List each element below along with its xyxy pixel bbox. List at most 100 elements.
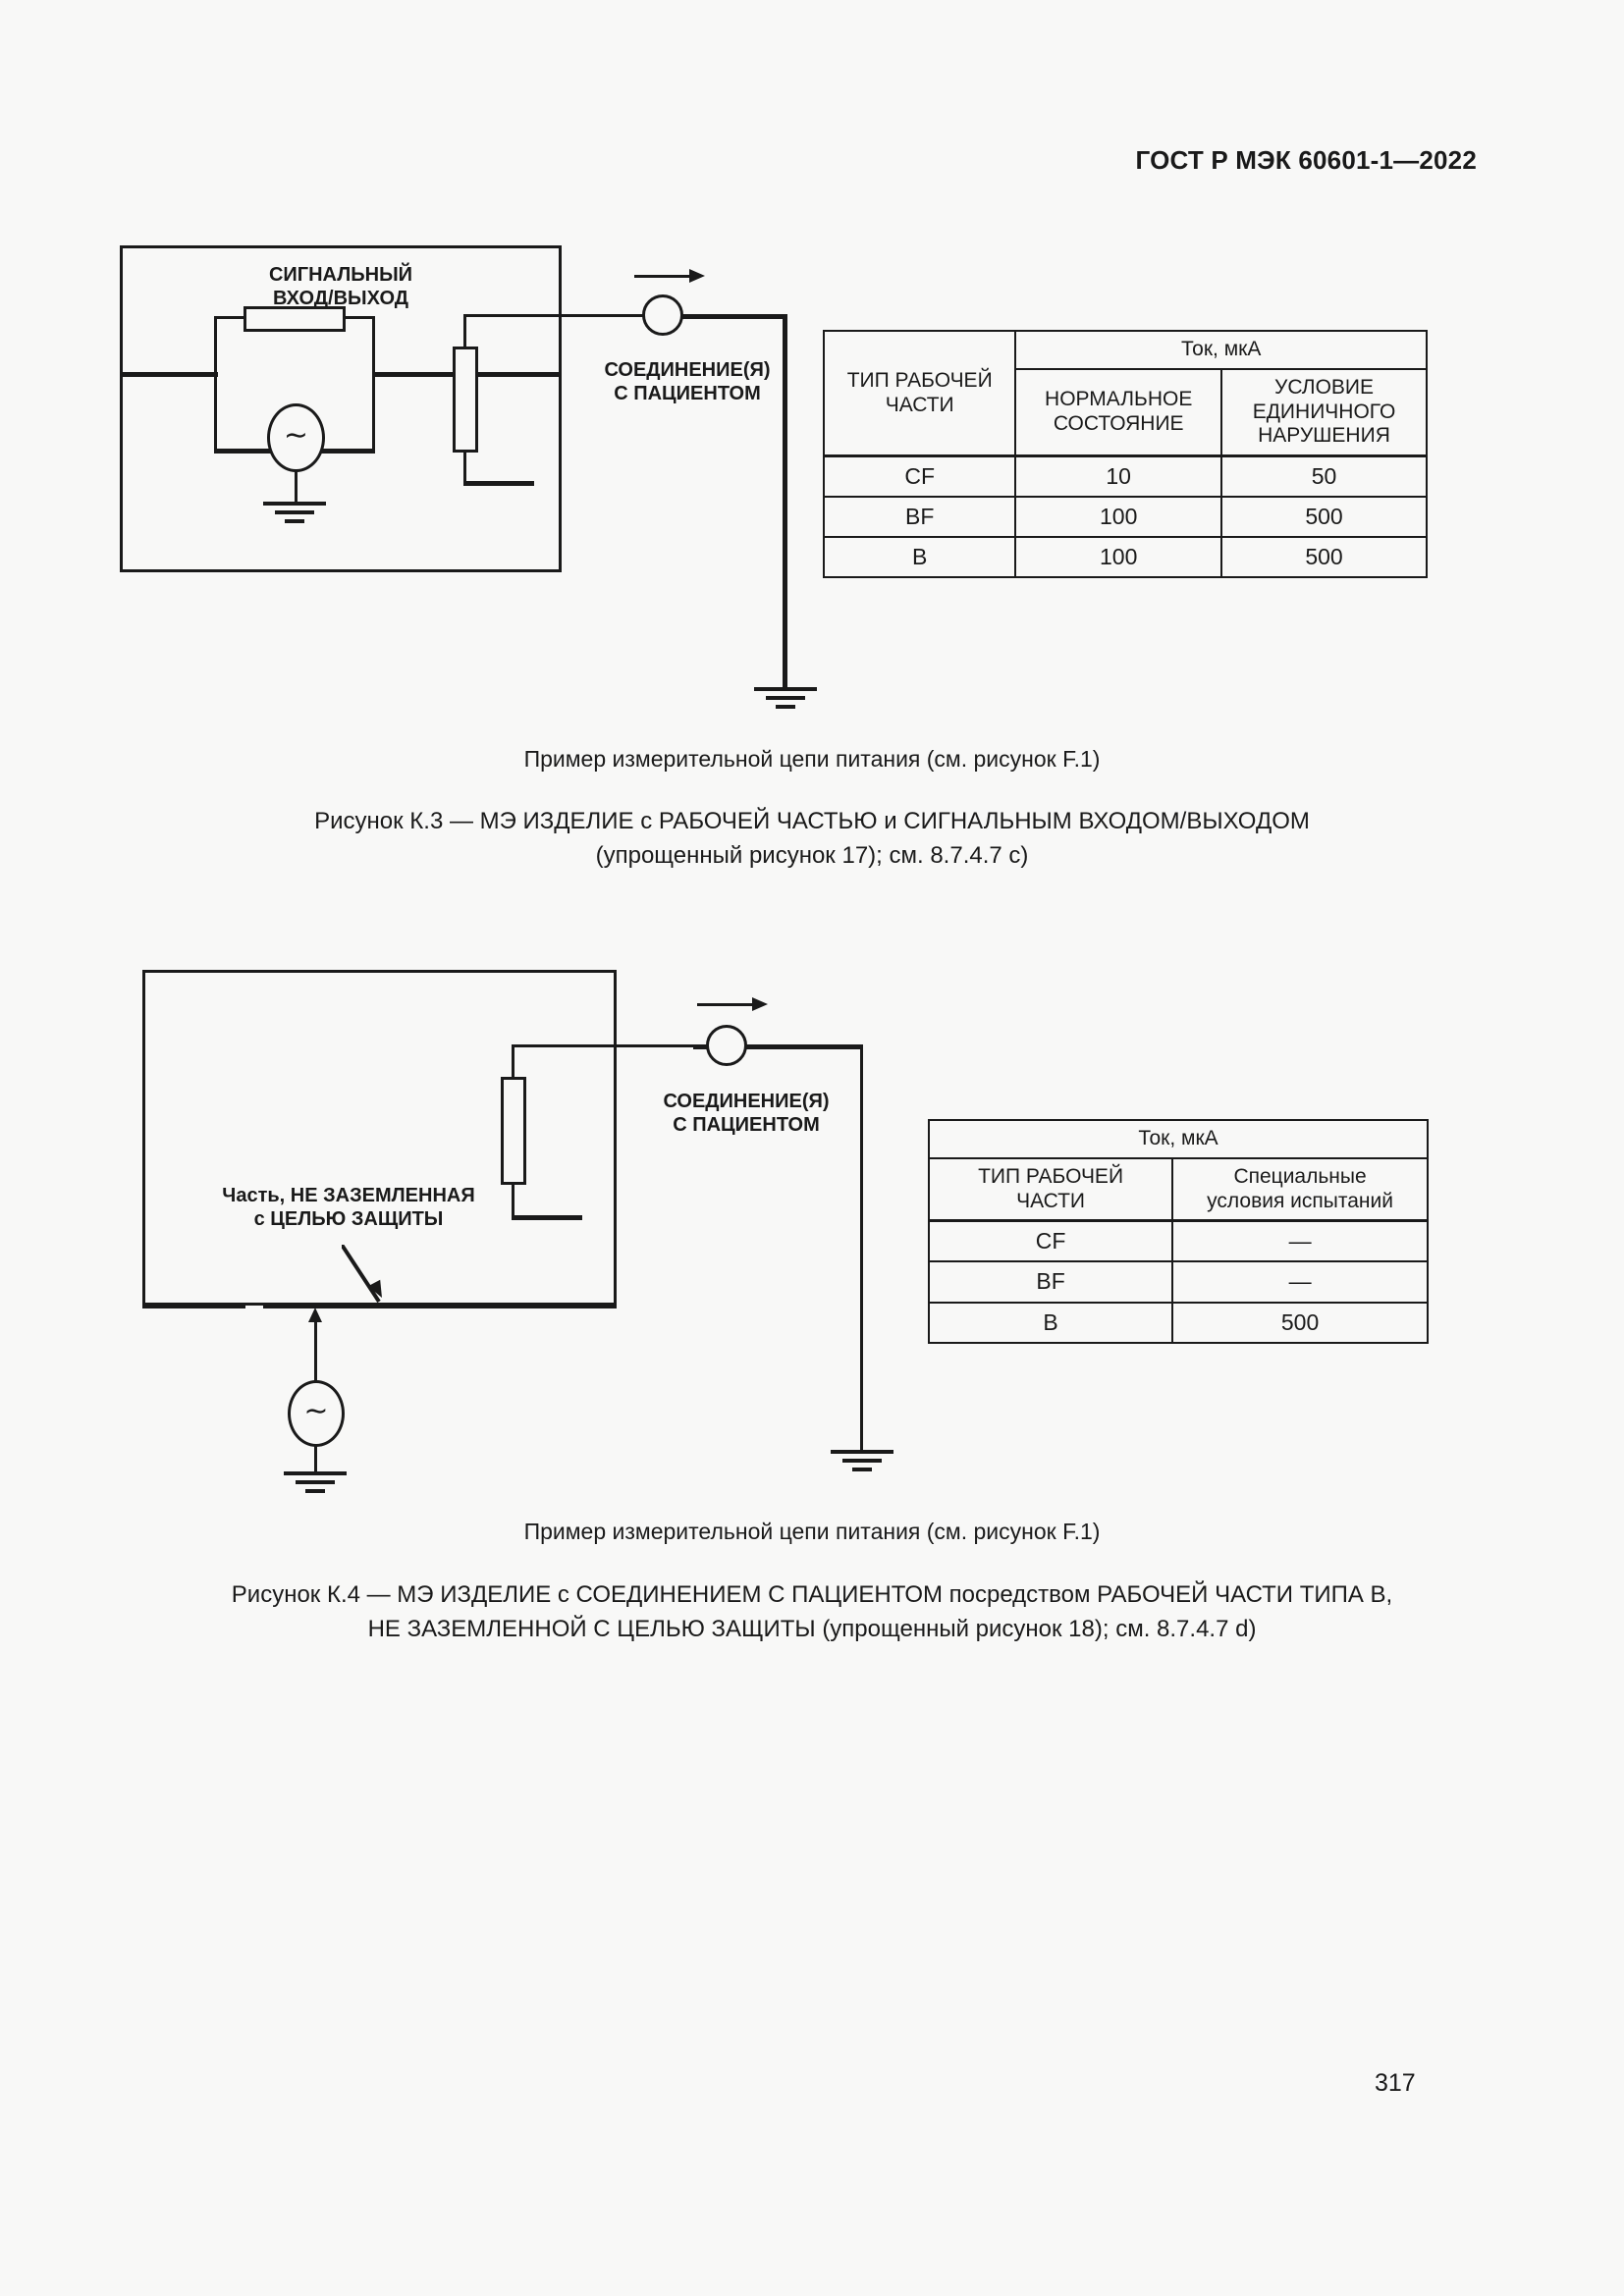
k4-applied-part-resistor xyxy=(501,1077,526,1185)
page-number: 317 xyxy=(1375,2069,1416,2097)
table-row: CF 10 50 xyxy=(822,454,1428,499)
k3-sip-left-lead xyxy=(214,316,245,319)
k4-source-to-ground-lead xyxy=(314,1446,317,1473)
k3-col-type-line2: ЧАСТИ xyxy=(885,393,954,416)
k4-current-limits-table: Ток, мкА ТИП РАБОЧЕЙ ЧАСТИ Специальные у… xyxy=(927,1119,1429,1344)
k4-not-earthed-label-line1: Часть, НЕ ЗАЗЕМЛЕННАЯ xyxy=(222,1185,475,1206)
k3-col-type-line1: ТИП РАБОЧЕЙ xyxy=(846,368,993,392)
k3-row2-fault: 500 xyxy=(1220,536,1428,579)
k3-col-type-header: ТИП РАБОЧЕЙ ЧАСТИ xyxy=(822,330,1017,457)
k3-measuring-device xyxy=(642,294,683,336)
k3-col-fault-line1: УСЛОВИЕ xyxy=(1273,375,1375,399)
k3-unit-header: Ток, мкА xyxy=(1014,330,1428,370)
k3-return-conductor xyxy=(783,314,787,689)
k3-col-normal-line1: НОРМАЛЬНОЕ xyxy=(1045,388,1193,411)
k3-figure-caption-line1: Рисунок К.3 — МЭ ИЗДЕЛИЕ с РАБОЧЕЙ ЧАСТЬ… xyxy=(314,808,1310,834)
k4-switch-blade xyxy=(342,1245,381,1304)
k4-col-special-header: Специальные условия испытаний xyxy=(1171,1156,1429,1222)
k3-ac-source-symbol: ∼ xyxy=(283,419,309,452)
k3-ap-top-wire xyxy=(463,314,663,317)
k4-return-conductor xyxy=(860,1044,863,1452)
k4-not-earthed-label-line2: с ЦЕЛЬЮ ЗАЩИТЫ xyxy=(253,1208,444,1231)
k4-ac-source-symbol: ∼ xyxy=(303,1395,329,1427)
k4-measuring-supply-note: Пример измерительной цепи питания (см. р… xyxy=(523,1519,1101,1544)
table-row: B 500 xyxy=(927,1301,1429,1344)
k3-col-normal-line2: СОСТОЯНИЕ xyxy=(1053,411,1184,435)
k3-row2-normal: 100 xyxy=(1014,536,1223,579)
k3-signal-io-label-line1: СИГНАЛЬНЫЙ xyxy=(268,264,413,286)
document-header-standard-title: ГОСТ Р МЭК 60601-1—2022 xyxy=(1135,145,1477,175)
k3-col-fault-header: УСЛОВИЕ ЕДИНИЧНОГО НАРУШЕНИЯ xyxy=(1220,367,1428,457)
k4-col-type-header: ТИП РАБОЧЕЙ ЧАСТИ xyxy=(927,1156,1174,1222)
k4-current-arrow-head xyxy=(752,997,768,1011)
k3-sip-right-lead xyxy=(344,316,375,319)
k4-row2-type: B xyxy=(927,1301,1174,1344)
k3-source-ground-symbol xyxy=(263,502,326,528)
k3-figure-caption: Рисунок К.3 — МЭ ИЗДЕЛИЕ с РАБОЧЕЙ ЧАСТЬ… xyxy=(0,805,1624,874)
k3-current-arrow-head xyxy=(689,269,705,283)
k4-ap-top-lead xyxy=(512,1046,514,1078)
table-row: BF 100 500 xyxy=(822,496,1428,539)
table-row: B 100 500 xyxy=(822,536,1428,579)
k3-ac-source: ∼ xyxy=(267,403,325,472)
k4-col-type-line2: ЧАСТИ xyxy=(1016,1189,1086,1212)
k3-row2-type: B xyxy=(822,536,1017,579)
k3-row0-type: CF xyxy=(822,454,1017,499)
k4-patient-connection-label-line2: С ПАЦИЕНТОМ xyxy=(673,1114,820,1137)
k4-ac-source: ∼ xyxy=(288,1380,345,1447)
k4-table-header-row-1: Ток, мкА xyxy=(928,1119,1429,1159)
k4-chassis-rail-middle xyxy=(263,1304,420,1308)
k3-patient-wire xyxy=(648,314,786,319)
k4-patient-ground-symbol xyxy=(831,1450,893,1476)
k3-row1-type: BF xyxy=(822,496,1017,539)
k4-injection-arrow-shaft xyxy=(314,1319,317,1382)
k3-current-arrow-shaft xyxy=(634,275,695,278)
k4-row0-special: — xyxy=(1171,1219,1429,1263)
k4-col-special-line1: Специальные xyxy=(1233,1164,1367,1188)
k3-figure-caption-line2: (упрощенный рисунок 17); см. 8.7.4.7 c) xyxy=(595,841,1029,869)
k4-patient-connection-label-line1: СОЕДИНЕНИЕ(Я) xyxy=(663,1091,830,1112)
k3-enclosure-box xyxy=(120,245,562,572)
k4-row1-type: BF xyxy=(927,1260,1174,1304)
k3-signal-io-label-line2: ВХОД/ВЫХОД xyxy=(273,288,408,310)
k3-table-header-row-1: ТИП РАБОЧЕЙ ЧАСТИ Ток, мкА xyxy=(822,330,1428,457)
k3-applied-part-resistor xyxy=(453,347,478,453)
k3-sip-right-vertical xyxy=(372,316,375,452)
k4-ap-top-wire xyxy=(512,1044,708,1047)
k3-row1-normal: 100 xyxy=(1014,496,1223,539)
k4-figure-caption: Рисунок К.4 — МЭ ИЗДЕЛИЕ с СОЕДИНЕНИЕМ С… xyxy=(0,1578,1624,1647)
k3-current-limits-table: ТИП РАБОЧЕЙ ЧАСТИ Ток, мкА НОРМАЛЬНОЕ СО… xyxy=(822,330,1428,579)
k4-figure-caption-line2: НЕ ЗАЗЕМЛЕННОЙ С ЦЕЛЬЮ ЗАЩИТЫ (упрощенны… xyxy=(367,1615,1257,1642)
k3-ap-bottom-lead xyxy=(463,451,466,484)
k3-source-to-ground-lead xyxy=(295,472,298,503)
k4-ap-bottom-lead xyxy=(512,1183,514,1218)
k4-patient-connection-label: СОЕДИНЕНИЕ(Я) С ПАЦИЕНТОМ xyxy=(619,1090,874,1138)
k3-measuring-supply-note: Пример измерительной цепи питания (см. р… xyxy=(523,746,1101,772)
k3-row0-fault: 50 xyxy=(1220,454,1428,499)
k4-chassis-rail-left xyxy=(142,1304,245,1308)
k4-current-arrow-shaft xyxy=(697,1003,758,1006)
k3-row1-fault: 500 xyxy=(1220,496,1428,539)
k3-table-header-row-2: НОРМАЛЬНОЕ СОСТОЯНИЕ УСЛОВИЕ ЕДИНИЧНОГО … xyxy=(824,367,1428,457)
k4-table-header-row-2: ТИП РАБОЧЕЙ ЧАСТИ Специальные условия ис… xyxy=(927,1156,1429,1222)
k4-injection-arrow-head xyxy=(308,1308,322,1322)
k3-chassis-rail-left xyxy=(120,372,218,377)
k4-row1-special: — xyxy=(1171,1260,1429,1304)
k4-ap-bottom-bar xyxy=(512,1215,582,1220)
k4-row0-type: CF xyxy=(927,1219,1174,1263)
k4-not-earthed-label: Часть, НЕ ЗАЗЕМЛЕННАЯ с ЦЕЛЬЮ ЗАЩИТЫ xyxy=(142,1184,555,1232)
k3-patient-connection-label: СОЕДИНЕНИЕ(Я) С ПАЦИЕНТОМ xyxy=(560,358,815,406)
k4-figure-caption-line1: Рисунок К.4 — МЭ ИЗДЕЛИЕ с СОЕДИНЕНИЕМ С… xyxy=(231,1581,1393,1608)
k4-source-ground-symbol xyxy=(284,1471,347,1498)
k4-col-type-line1: ТИП РАБОЧЕЙ xyxy=(978,1164,1124,1188)
k3-sip-left-vertical xyxy=(214,316,217,452)
k4-unit-header: Ток, мкА xyxy=(928,1119,1429,1159)
k3-patient-ground-symbol xyxy=(754,687,817,714)
k3-col-fault-line2: ЕДИНИЧНОГО xyxy=(1252,400,1396,423)
table-row: CF — xyxy=(927,1219,1429,1263)
table-row: BF — xyxy=(927,1260,1429,1304)
k3-col-fault-line3: НАРУШЕНИЯ xyxy=(1258,424,1390,448)
k3-patient-connection-label-line1: СОЕДИНЕНИЕ(Я) xyxy=(604,359,771,381)
k3-sip-resistor xyxy=(244,306,346,332)
k3-col-normal-header: НОРМАЛЬНОЕ СОСТОЯНИЕ xyxy=(1014,367,1223,457)
